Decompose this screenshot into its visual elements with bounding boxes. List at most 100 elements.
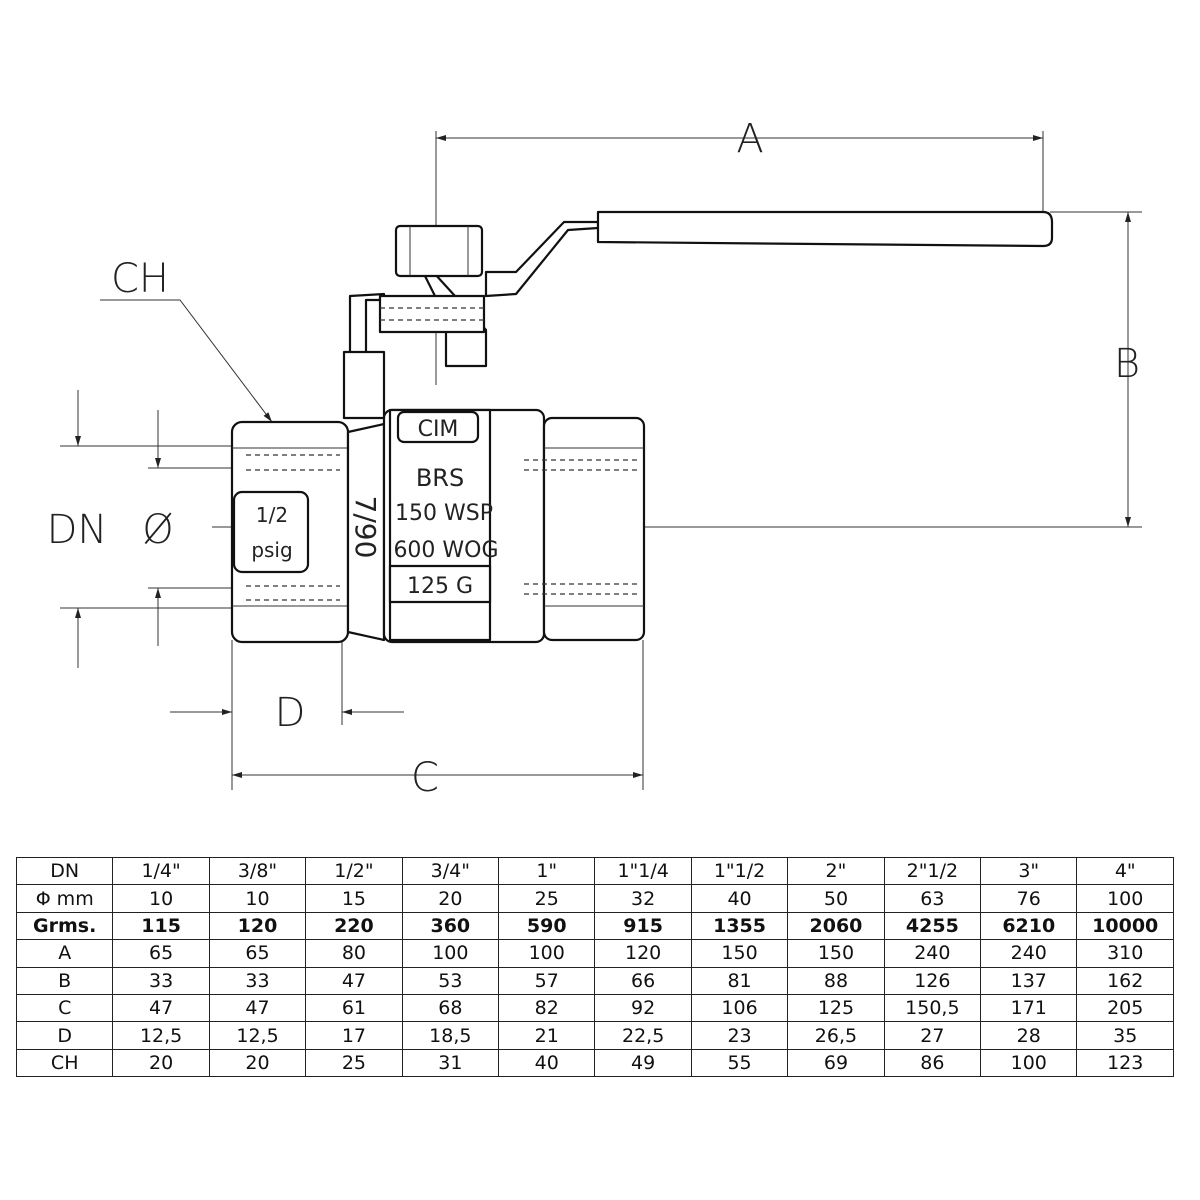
table-cell: 57 bbox=[498, 966, 596, 995]
table-cell: 2" bbox=[787, 856, 885, 886]
dimension-ch: CH bbox=[100, 256, 273, 423]
brand-mark: CIM bbox=[418, 417, 459, 442]
row-label-cell: CH bbox=[15, 1048, 114, 1078]
table-cell: 28 bbox=[980, 1021, 1078, 1050]
dimension-a-label: A bbox=[736, 116, 763, 162]
table-cell: 82 bbox=[498, 993, 596, 1023]
table-cell: 81 bbox=[690, 966, 789, 995]
psig-mark: psig bbox=[251, 538, 292, 562]
table-cell: 61 bbox=[305, 993, 403, 1023]
table-cell: 120 bbox=[594, 939, 692, 968]
table-cell: 171 bbox=[980, 993, 1078, 1023]
row-label-cell: DN bbox=[15, 856, 114, 886]
row-label-cell: A bbox=[15, 939, 114, 968]
dimension-dn-label: DN bbox=[47, 507, 108, 553]
table-cell: 20 bbox=[401, 884, 500, 913]
dimension-b-label: B bbox=[1114, 341, 1140, 387]
table-cell: 21 bbox=[498, 1021, 596, 1050]
table-cell: 86 bbox=[883, 1048, 982, 1078]
row-label-cell: Φ mm bbox=[15, 884, 114, 913]
table-cell: 65 bbox=[208, 939, 307, 968]
table-cell: 47 bbox=[305, 966, 403, 995]
table-cell: 915 bbox=[594, 911, 692, 941]
dimension-c: C bbox=[232, 640, 644, 801]
table-cell: 65 bbox=[112, 939, 210, 968]
table-cell: 68 bbox=[401, 993, 500, 1023]
valve-body bbox=[346, 408, 546, 644]
table-cell: 205 bbox=[1076, 993, 1174, 1023]
table-cell: 63 bbox=[883, 884, 982, 913]
table-cell: 137 bbox=[980, 966, 1078, 995]
dimension-ch-label: CH bbox=[111, 256, 169, 302]
table-cell: 3/8" bbox=[208, 856, 307, 886]
row-label-cell: C bbox=[15, 993, 114, 1023]
table-cell: 106 bbox=[690, 993, 789, 1023]
table-cell: 66 bbox=[594, 966, 692, 995]
table-cell: 220 bbox=[305, 911, 403, 941]
dimension-phi-label: Ø bbox=[142, 507, 173, 553]
table-cell: 1355 bbox=[690, 911, 789, 941]
table-cell: 6210 bbox=[980, 911, 1078, 941]
left-hex-end bbox=[230, 420, 350, 644]
table-cell: 125 bbox=[787, 993, 885, 1023]
table-cell: 310 bbox=[1076, 939, 1174, 968]
ball-valve-drawing: A B CH DN Ø D C bbox=[47, 116, 1142, 801]
table-cell: 25 bbox=[498, 884, 596, 913]
table-cell: 150 bbox=[690, 939, 789, 968]
table-cell: 15 bbox=[305, 884, 403, 913]
table-cell: 2"1/2 bbox=[883, 856, 982, 886]
table-cell: 115 bbox=[112, 911, 210, 941]
table-cell: 88 bbox=[787, 966, 885, 995]
table-cell: 3/4" bbox=[401, 856, 500, 886]
table-cell: 100 bbox=[980, 1048, 1078, 1078]
table-cell: 590 bbox=[498, 911, 596, 941]
table-cell: 120 bbox=[208, 911, 307, 941]
table-cell: 20 bbox=[208, 1048, 307, 1078]
body-markings: CIM BRS 150 WSP 600 WOG 125 G 1/2 psig 7… bbox=[251, 417, 498, 599]
table-cell: 126 bbox=[883, 966, 982, 995]
table-cell: 10000 bbox=[1076, 911, 1174, 941]
table-cell: 69 bbox=[787, 1048, 885, 1078]
table-cell: 100 bbox=[1076, 884, 1174, 913]
size-mark: 1/2 bbox=[256, 503, 288, 527]
table-cell: 1"1/4 bbox=[594, 856, 692, 886]
table-cell: 35 bbox=[1076, 1021, 1174, 1050]
g-rating-mark: 125 G bbox=[407, 574, 473, 599]
table-cell: 3" bbox=[980, 856, 1078, 886]
table-cell: 100 bbox=[498, 939, 596, 968]
row-label-cell: B bbox=[15, 966, 114, 995]
table-cell: 23 bbox=[690, 1021, 789, 1050]
table-cell: 47 bbox=[112, 993, 210, 1023]
table-cell: 92 bbox=[594, 993, 692, 1023]
table-cell: 27 bbox=[883, 1021, 982, 1050]
dimension-a: A bbox=[435, 116, 1044, 385]
table-cell: 25 bbox=[305, 1048, 403, 1078]
table-cell: 76 bbox=[980, 884, 1078, 913]
right-end bbox=[524, 416, 646, 642]
table-cell: 80 bbox=[305, 939, 403, 968]
dimension-b: B bbox=[560, 211, 1142, 528]
table-cell: 32 bbox=[594, 884, 692, 913]
table-cell: 2060 bbox=[787, 911, 885, 941]
table-cell: 1" bbox=[498, 856, 596, 886]
model-mark: 7/90 bbox=[349, 496, 382, 559]
table-cell: 10 bbox=[112, 884, 210, 913]
table-cell: 12,5 bbox=[112, 1021, 210, 1050]
table-cell: 26,5 bbox=[787, 1021, 885, 1050]
wog-rating-mark: 600 WOG bbox=[393, 538, 498, 563]
table-cell: 31 bbox=[401, 1048, 500, 1078]
table-cell: 1/4" bbox=[112, 856, 210, 886]
table-cell: 20 bbox=[112, 1048, 210, 1078]
stem-nut bbox=[342, 224, 486, 420]
table-cell: 33 bbox=[112, 966, 210, 995]
table-cell: 240 bbox=[980, 939, 1078, 968]
table-cell: 4" bbox=[1076, 856, 1174, 886]
table-cell: 49 bbox=[594, 1048, 692, 1078]
